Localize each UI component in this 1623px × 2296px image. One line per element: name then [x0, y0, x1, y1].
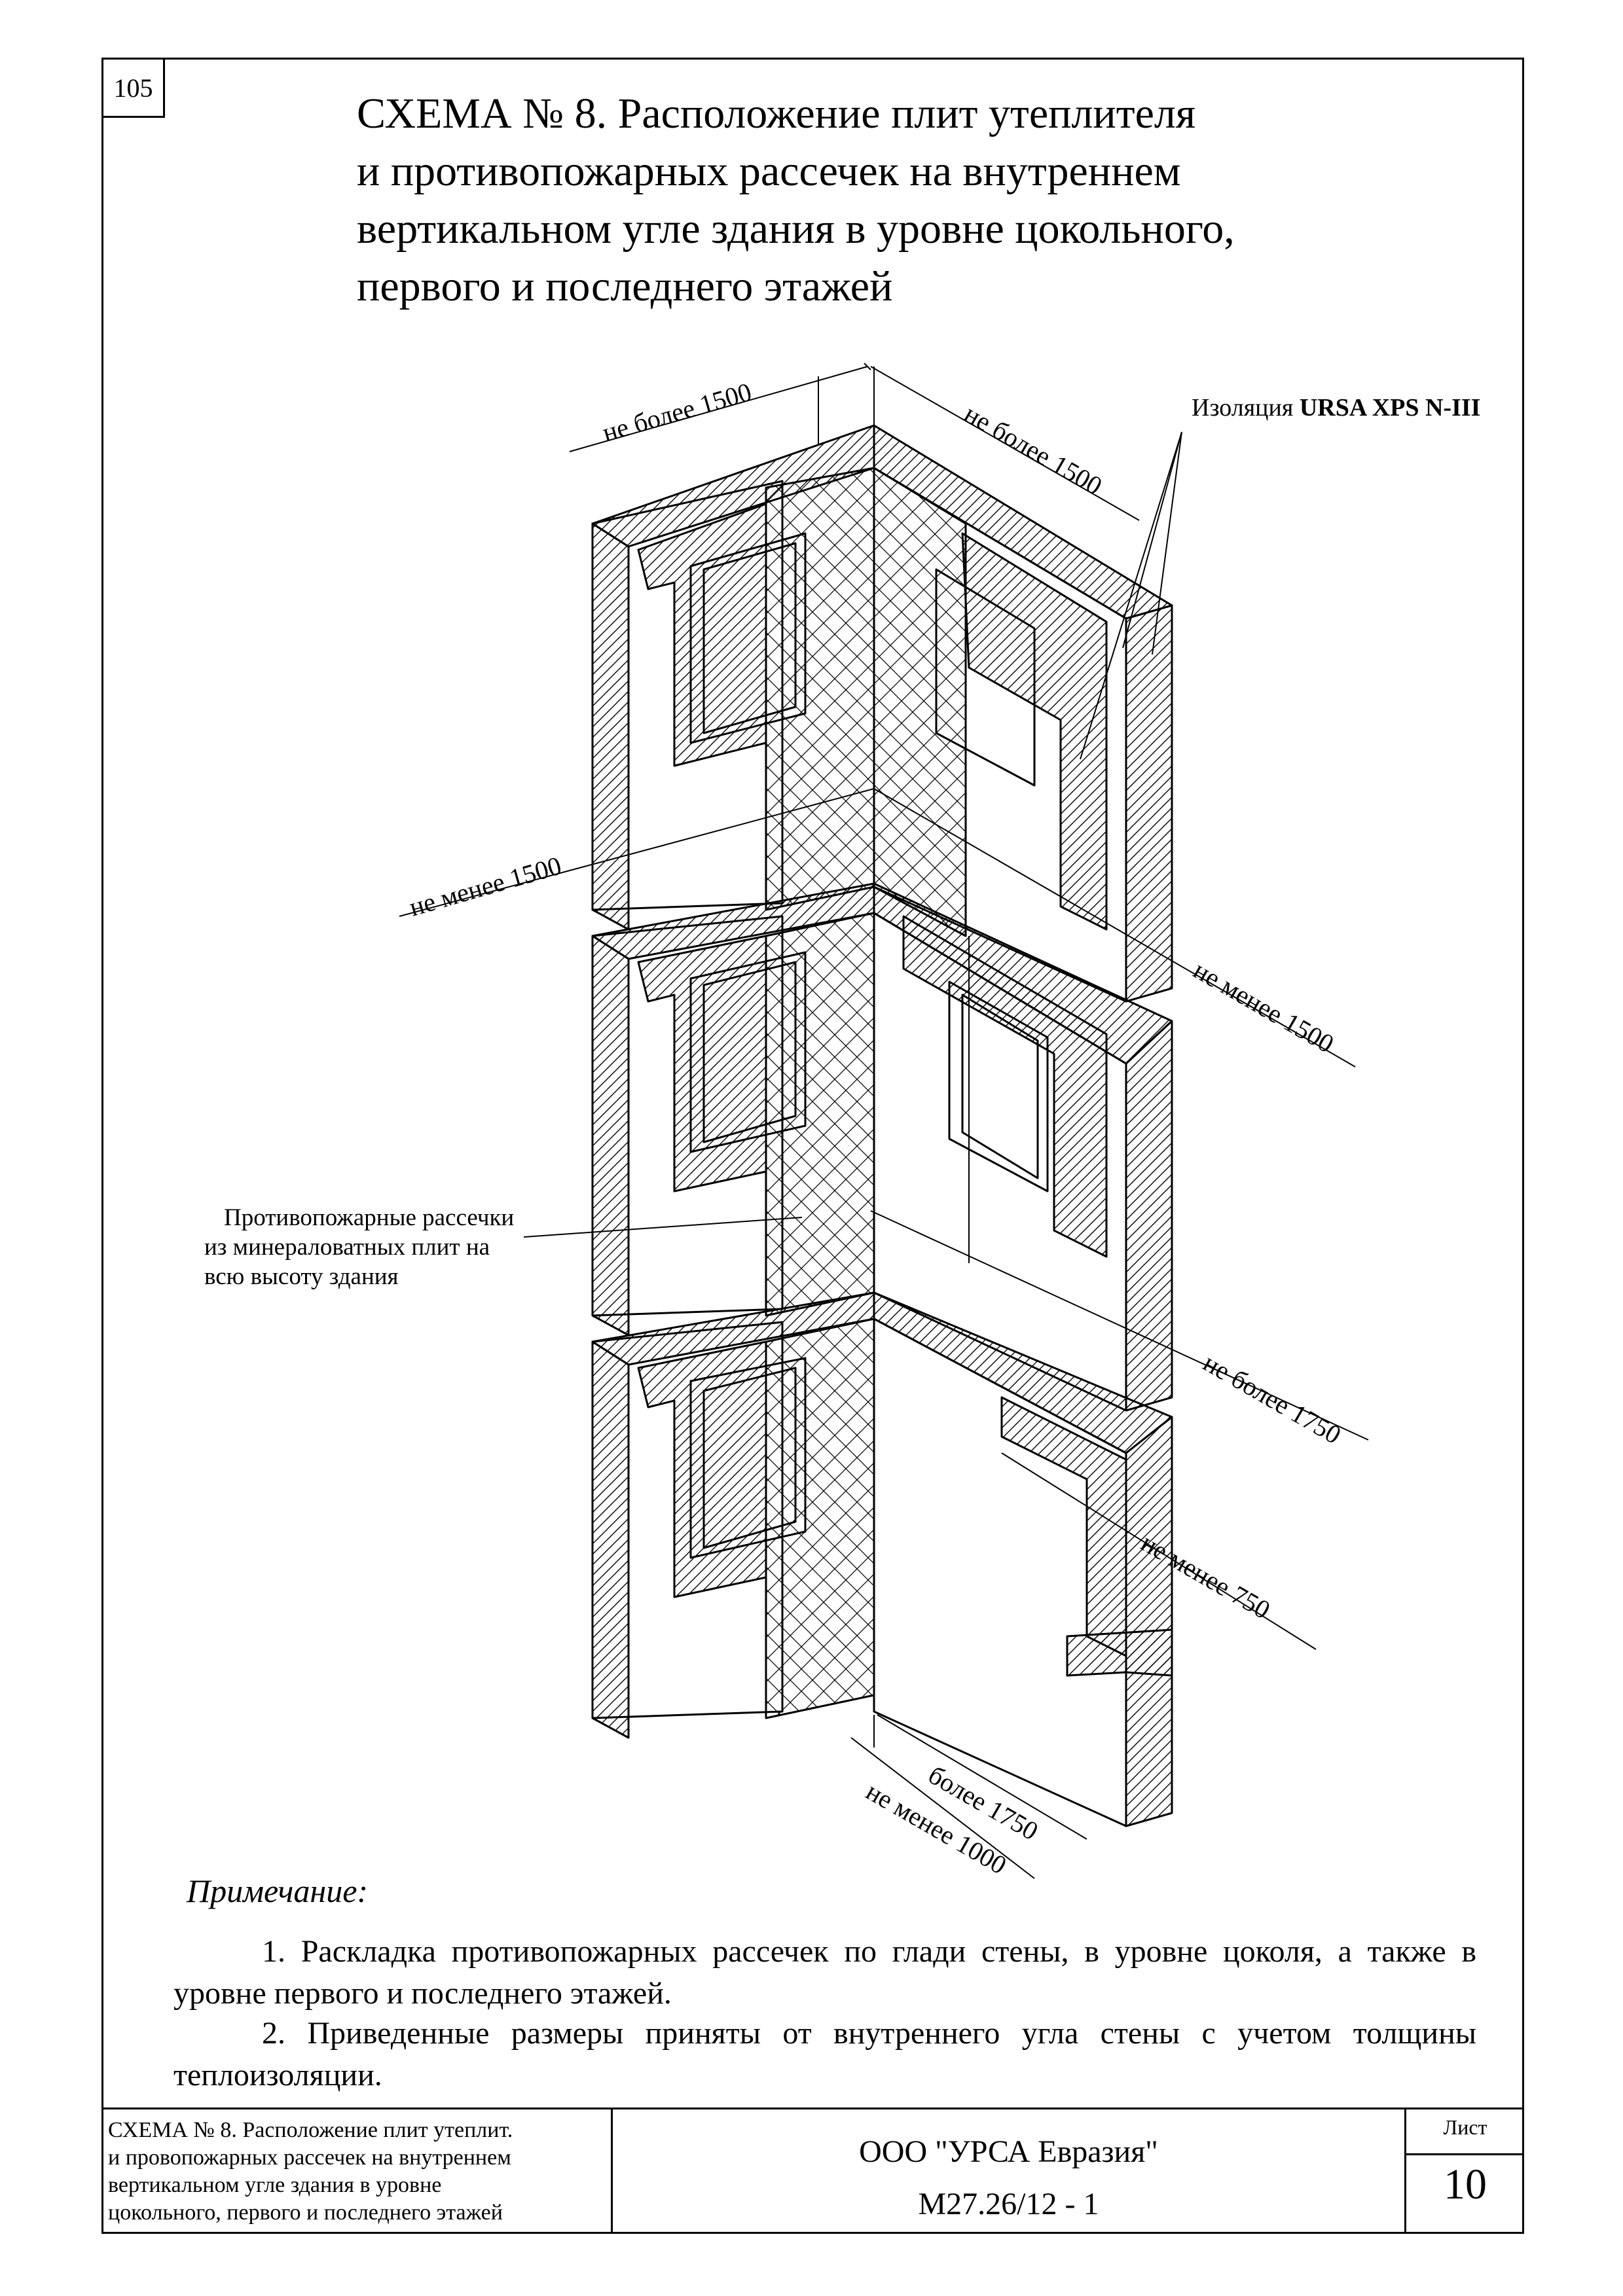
right-return-tier3 — [1066, 1628, 1173, 1677]
dim-mid-right: не менее 1500 — [1189, 955, 1340, 1059]
right-wall-tier3-edge — [1125, 1416, 1173, 1827]
firebreak-strip-upper-right — [873, 467, 967, 937]
page-number: 105 — [101, 58, 165, 118]
right-plate-tier2 — [902, 915, 1108, 1258]
title-block-line: цокольного, первого и последнего этажей — [108, 2200, 503, 2225]
left-wall-tier1-edge — [591, 522, 630, 931]
title-line: СХЕМА № 8. Расположение плит утеплителя — [357, 90, 1196, 137]
organization-name: ООО "УРСА Евразия" — [859, 2134, 1158, 2169]
title-line: вертикальном угле здания в уровне цоколь… — [357, 205, 1235, 253]
title-block-line: и провопожарных рассечек на внутреннем — [108, 2145, 511, 2170]
left-window-tier1-inner — [702, 542, 797, 734]
note-item: 1. Раскладка противопожарных рассечек по… — [173, 1934, 1476, 2011]
right-wall-tier2-edge — [1125, 1020, 1173, 1412]
sheet-number: 10 — [1444, 2161, 1487, 2208]
left-plate-tier2 — [637, 935, 767, 1193]
title-block-divider — [1404, 2153, 1524, 2155]
left-wall-tier3-edge — [591, 1340, 630, 1739]
dimension-lines — [399, 363, 1369, 1879]
left-window-tier3 — [689, 1357, 807, 1559]
dim-lower-right: не более 1750 — [1199, 1348, 1347, 1450]
left-window-tier3-inner — [702, 1367, 797, 1549]
right-window-tier2 — [948, 980, 1049, 1193]
title-block-description: СХЕМА № 8. Расположение плит утеплит. и … — [108, 2117, 606, 2227]
right-window-tier1 — [935, 568, 1036, 787]
firebreak-label: Противопожарные рассечки из минераловатн… — [204, 1204, 514, 1290]
right-window-tier2-inner — [961, 994, 1039, 1179]
dim-mid-left: не менее 1500 — [406, 850, 564, 922]
left-window-tier2-inner — [702, 961, 797, 1143]
sheet-label: Лист — [1443, 2115, 1487, 2139]
insulation-label-prefix: Изоляция — [1192, 394, 1300, 422]
insulation-label: Изоляция URSA XPS N-III — [1192, 394, 1480, 422]
drawing-frame — [101, 58, 1524, 2234]
notes-heading: Примечание: — [187, 1873, 369, 1909]
title-line: первого и последнего этажей — [357, 262, 893, 310]
title-block-line: вертикальном угле здания в уровне — [108, 2173, 442, 2197]
title-block-line: СХЕМА № 8. Расположение плит утеплит. — [108, 2118, 513, 2142]
title-block-divider — [1404, 2108, 1406, 2234]
title-line: и противопожарных рассечек на внутреннем — [357, 147, 1181, 195]
note-item: 2. Приведенные размеры приняты от внутре… — [173, 2016, 1476, 2092]
title-block-divider — [611, 2108, 613, 2234]
insulation-label-brand: URSA XPS N-III — [1300, 394, 1481, 422]
left-window-tier2 — [689, 951, 807, 1153]
drawing-title: СХЕМА № 8. Расположение плит утеплителя … — [357, 85, 1339, 315]
document-code: М27.26/12 - 1 — [918, 2187, 1099, 2221]
title-block — [101, 2108, 1524, 2234]
firebreak-label-line: из минераловатных плит на — [204, 1234, 490, 1261]
left-window-tier1 — [689, 532, 807, 744]
left-plate-tier1 — [637, 503, 767, 767]
dim-top-right: не более 1500 — [960, 399, 1108, 501]
right-wall-tier1-edge — [1125, 604, 1173, 1003]
dim-top-left: не более 1500 — [599, 377, 755, 448]
leader-lines — [523, 431, 1182, 1238]
firebreak-label-line: всю высоту здания — [204, 1263, 399, 1290]
left-wall-tier2-edge — [591, 935, 630, 1336]
left-plate-tier3 — [637, 1340, 767, 1598]
firebreak-label-line: Противопожарные рассечки — [224, 1204, 514, 1231]
right-plate-tier1 — [961, 532, 1108, 931]
